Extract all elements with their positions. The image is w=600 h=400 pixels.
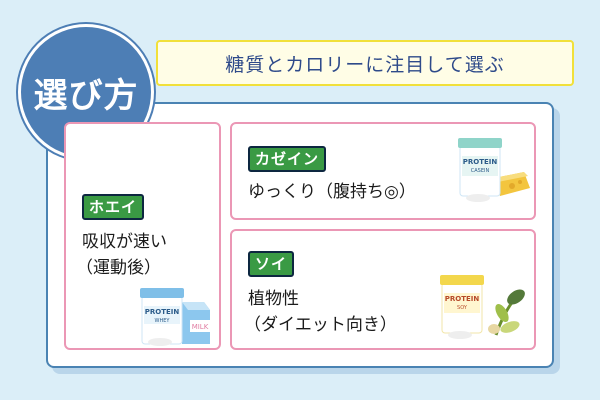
whey-protein-tub-icon: MILK PROTEIN WHEY	[140, 288, 210, 346]
casein-variant-label: CASEIN	[471, 168, 490, 174]
header-title: 糖質とカロリーに注目して選ぶ	[225, 53, 505, 76]
tag-soy: ソイ	[248, 251, 295, 277]
soy-protein-tub-icon: PROTEIN SOY	[440, 275, 525, 339]
casein-protein-tub-icon: PROTEIN CASEIN	[458, 138, 530, 202]
whey-desc-line1: 吸収が速い	[82, 232, 167, 252]
casein-desc: ゆっくり（腹持ち◎）	[248, 182, 416, 202]
card-whey: ホエイ 吸収が速い （運動後） MILK PROTEIN WHEY	[64, 122, 221, 350]
soy-variant-label: SOY	[457, 305, 468, 311]
card-soy: ソイ 植物性 （ダイエット向き） PROTEIN SOY	[230, 229, 536, 350]
badge-label: 選び方	[33, 75, 139, 116]
soy-product-label: PROTEIN	[445, 295, 480, 303]
whey-product-label: PROTEIN	[145, 308, 180, 316]
soy-desc-line1: 植物性	[248, 289, 299, 309]
tag-whey: ホエイ	[82, 194, 145, 220]
header-title-bar: 糖質とカロリーに注目して選ぶ	[156, 40, 574, 86]
soy-desc-line2: （ダイエット向き）	[244, 315, 397, 335]
casein-product-label: PROTEIN	[463, 158, 498, 166]
whey-variant-label: WHEY	[155, 318, 171, 324]
whey-desc-line2: （運動後）	[76, 258, 161, 278]
card-casein: カゼイン ゆっくり（腹持ち◎） PROTEIN CASEIN	[230, 122, 536, 220]
milk-label: MILK	[192, 323, 209, 331]
tag-casein: カゼイン	[248, 146, 327, 172]
